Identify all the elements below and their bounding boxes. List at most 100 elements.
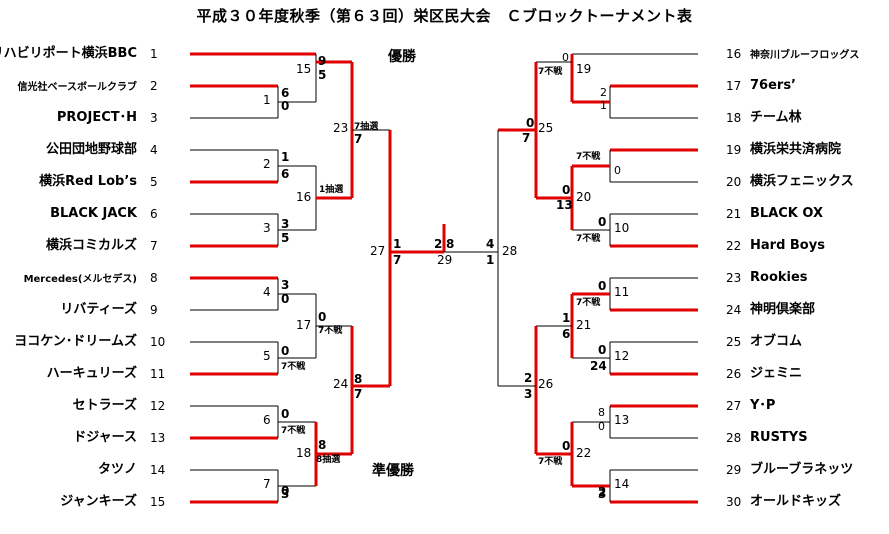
team-name-left: Mercedes(メルセデス): [23, 274, 137, 285]
team-seed-left: 2: [150, 79, 158, 93]
team-name-left: PROJECT･H: [56, 110, 137, 125]
game-number: 15: [296, 62, 312, 76]
score: 2: [524, 371, 533, 385]
team-seed-left: 15: [150, 495, 166, 509]
score: 1: [281, 150, 290, 164]
team-seed-right: 17: [726, 79, 742, 93]
score: 0: [281, 484, 290, 498]
score: 7不戦: [538, 67, 563, 77]
score: 0: [598, 279, 607, 293]
game-number: 21: [576, 318, 592, 332]
team-seed-right: 24: [726, 303, 742, 317]
score: 0: [318, 310, 327, 324]
team-seed-right: 22: [726, 239, 742, 253]
score: 7不戦: [538, 457, 563, 467]
game-number: 3: [263, 221, 271, 235]
team-name-right: 神明倶楽部: [750, 302, 816, 317]
score: 3: [281, 278, 290, 292]
team-name-right: 横浜栄共済病院: [750, 142, 842, 157]
team-seed-left: 1: [150, 47, 158, 61]
team-seed-left: 11: [150, 367, 166, 381]
team-name-left: 横浜コミカルズ: [45, 238, 137, 253]
game-number: 14: [614, 477, 630, 491]
score: 7不戦: [576, 152, 601, 162]
winner-label: 優勝: [388, 49, 416, 65]
team-seed-left: 4: [150, 143, 158, 157]
team-seed-right: 28: [726, 431, 742, 445]
team-name-right: ジェミニ: [750, 366, 803, 381]
team-seed-left: 3: [150, 111, 158, 125]
game-number: 19: [576, 62, 592, 76]
team-seed-left: 9: [150, 303, 158, 317]
game-number: 6: [263, 413, 271, 427]
score: 7不戦: [281, 362, 306, 372]
game-number: 20: [576, 190, 592, 204]
team-seed-left: 8: [150, 271, 158, 285]
score: 8抽選: [316, 455, 341, 465]
team-seed-left: 5: [150, 175, 158, 189]
score: 0: [281, 344, 290, 358]
score: 3: [281, 217, 290, 231]
team-name-left: 信光社ベースボールクラブ: [17, 82, 138, 93]
score: 5: [281, 231, 290, 245]
score: 0: [614, 164, 621, 177]
score: 7: [354, 387, 363, 401]
team-name-left: 横浜Red Lob’s: [39, 174, 137, 189]
runner-up-label: 準優勝: [372, 463, 414, 479]
team-name-right: RUSTYS: [750, 430, 808, 445]
team-seed-left: 14: [150, 463, 166, 477]
score: 0: [598, 420, 605, 433]
score: 7不戦: [576, 298, 601, 308]
team-seed-right: 30: [726, 495, 742, 509]
team-name-right: オブコム: [750, 334, 803, 349]
game-number: 29: [437, 253, 453, 267]
game-number: 26: [538, 377, 554, 391]
team-seed-left: 13: [150, 431, 166, 445]
team-seed-left: 12: [150, 399, 166, 413]
game-number: 10: [614, 221, 630, 235]
team-name-right: Hard Boys: [750, 238, 825, 253]
score: 0: [562, 51, 569, 64]
score: 7: [354, 132, 363, 146]
score: 9: [318, 54, 327, 68]
game-number: 27: [370, 244, 386, 258]
team-seed-right: 19: [726, 143, 742, 157]
team-name-left: リバティーズ: [60, 302, 137, 317]
score: 2: [600, 86, 607, 99]
score: 8: [318, 438, 327, 452]
team-seed-right: 25: [726, 335, 742, 349]
team-name-right: BLACK OX: [750, 206, 824, 221]
team-name-right: チーム林: [750, 110, 802, 125]
game-number: 23: [333, 121, 349, 135]
game-number: 5: [263, 349, 271, 363]
game-number: 11: [614, 285, 630, 299]
team-name-left: セトラーズ: [72, 398, 137, 413]
game-number: 1: [263, 93, 271, 107]
team-name-left: 公田団地野球部: [45, 142, 137, 157]
page-title: 平成３０年度秋季（第６３回）栄区民大会 Ｃブロックトーナメント表: [196, 7, 693, 25]
score: 24: [590, 359, 607, 373]
game-number: 24: [333, 377, 349, 391]
score: 1: [393, 237, 402, 251]
team-seed-left: 10: [150, 335, 166, 349]
team-seed-right: 21: [726, 207, 742, 221]
team-name-left: ハーキュリーズ: [46, 366, 137, 381]
team-seed-left: 6: [150, 207, 158, 221]
team-seed-right: 27: [726, 399, 742, 413]
team-name-right: Rookies: [750, 270, 808, 285]
team-name-left: ドジャース: [73, 430, 137, 445]
team-name-left: BLACK JACK: [50, 206, 137, 221]
team-name-right: オールドキッズ: [750, 494, 842, 509]
score: 7不戦: [318, 326, 343, 336]
score: 7: [522, 131, 531, 145]
score: 0: [526, 116, 535, 130]
score: 7不戦: [281, 426, 306, 436]
game-number: 25: [538, 121, 554, 135]
score: 1: [486, 253, 495, 267]
game-number: 7: [263, 477, 271, 491]
team-seed-right: 18: [726, 111, 742, 125]
team-seed-right: 16: [726, 47, 742, 61]
game-number: 18: [296, 446, 312, 460]
score: 4: [486, 237, 495, 251]
